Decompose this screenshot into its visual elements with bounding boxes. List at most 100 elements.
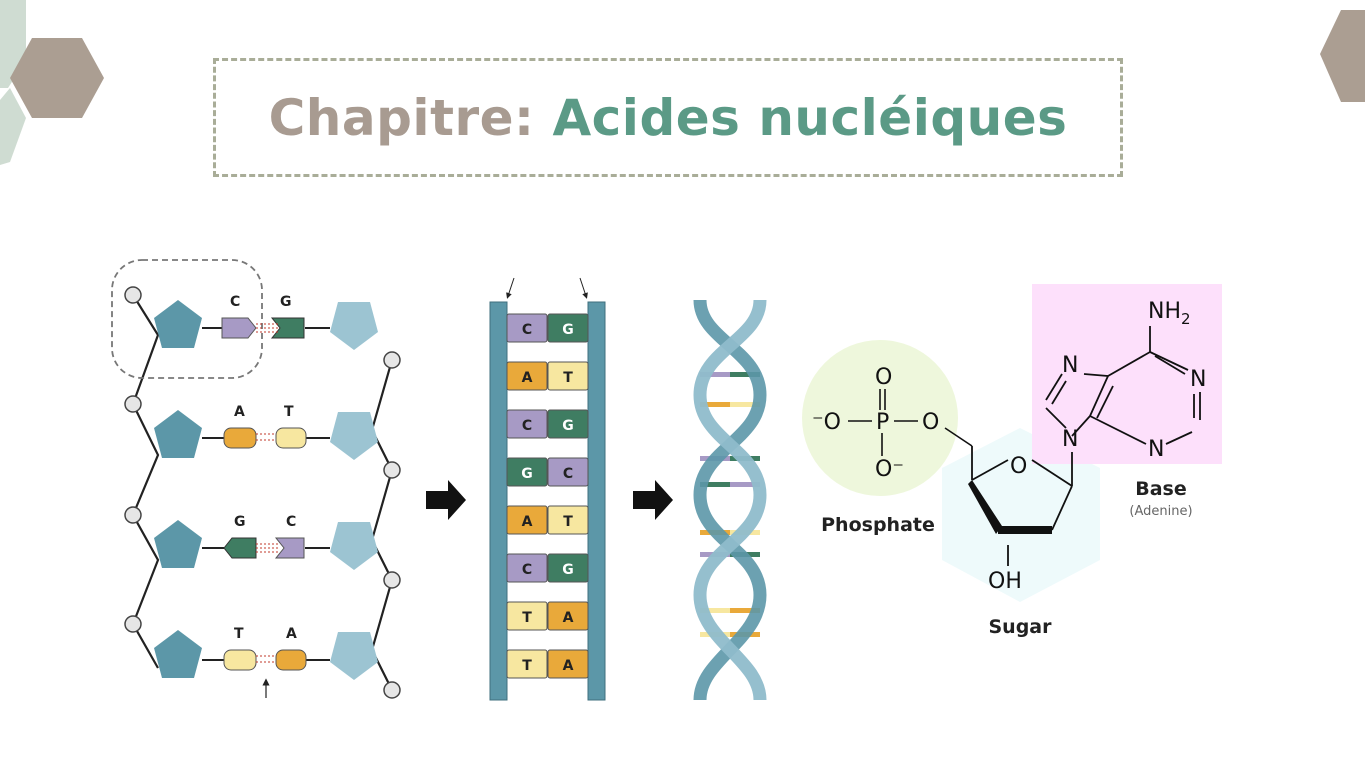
- base-n-right: N: [1190, 367, 1206, 392]
- decorative-hexagons-left: [0, 0, 104, 165]
- sugar-background-hexagon: [942, 428, 1100, 602]
- phosphate-circle: [383, 351, 401, 369]
- phosphate-o-bottom: O⁻: [875, 457, 904, 482]
- phosphate-circle: [383, 571, 401, 589]
- base-n-topleft: N: [1062, 353, 1078, 378]
- transition-arrow-2: [633, 480, 673, 520]
- base-letter: C: [286, 514, 296, 530]
- base-letter: C: [230, 294, 240, 310]
- phosphate-circle: [124, 286, 142, 304]
- nucleotide-chain-panel: C G A T G C T A: [111, 259, 401, 699]
- phosphate-background-circle: [802, 340, 958, 496]
- phosphate-label: Phosphate: [821, 514, 935, 536]
- nucleotide-structure: O ⁻O P O O⁻ O OH: [802, 284, 1222, 638]
- phosphate-o-right: O: [922, 410, 939, 435]
- ladder-rail-left: [489, 301, 508, 701]
- ladder-base-letter: T: [522, 658, 532, 674]
- slide-title: Chapitre: Acides nucléiques: [269, 89, 1068, 147]
- base-a-shape: [547, 649, 589, 679]
- decorative-hexagon-right: [1320, 10, 1365, 102]
- ladder-base-letter: C: [522, 322, 532, 338]
- title-prefix: Chapitre:: [268, 88, 535, 147]
- helix-strand-back: [693, 299, 767, 701]
- helix-rung-t: [730, 402, 760, 407]
- ladder-base-letter: T: [563, 370, 573, 386]
- base-letter: T: [284, 404, 294, 420]
- base-c-shape: [221, 317, 257, 339]
- base-c-shape: [506, 553, 548, 583]
- double-helix: [693, 299, 767, 701]
- ladder-rail-right: [587, 301, 606, 701]
- ladder-base-letter: T: [563, 514, 573, 530]
- base-t-shape: [506, 601, 548, 631]
- sugar-ring-o: O: [1010, 454, 1027, 479]
- sugar-pentagon-light: [330, 522, 378, 570]
- phosphate-circle: [124, 506, 142, 524]
- phosphate-o-left: ⁻O: [812, 410, 841, 435]
- phosphate-circle: [124, 395, 142, 413]
- base-a-shape: [547, 601, 589, 631]
- helix-rung-g: [730, 372, 760, 377]
- base-letter: G: [234, 514, 246, 530]
- ladder-base-letter: A: [522, 370, 533, 386]
- sugar-label: Sugar: [988, 616, 1052, 638]
- helix-rung-c: [700, 372, 730, 377]
- nucleotide-highlight: [111, 259, 263, 379]
- left-backbone: [131, 294, 160, 669]
- phosphate-p: P: [876, 410, 889, 435]
- ladder-base-letter: G: [562, 562, 574, 578]
- base-a-shape: [506, 505, 548, 535]
- helix-rung-a: [700, 402, 730, 407]
- strand-direction-arrow: [579, 277, 588, 299]
- base-t-shape: [547, 505, 589, 535]
- base-n-bottomleft: N: [1062, 427, 1078, 452]
- base-label: Base: [1135, 478, 1187, 500]
- title-box: Chapitre: Acides nucléiques: [213, 58, 1123, 177]
- helix-rung-a: [730, 608, 760, 613]
- base-t-shape: [275, 427, 307, 449]
- sugar-pentagon-dark: [154, 630, 202, 678]
- phosphate-circle: [383, 681, 401, 699]
- base-a-shape: [506, 361, 548, 391]
- phosphate-circle: [383, 461, 401, 479]
- base-sublabel: (Adenine): [1129, 504, 1192, 519]
- base-t-shape: [223, 649, 257, 671]
- ladder-base-letter: G: [521, 466, 533, 482]
- sugar-pentagon-light: [330, 412, 378, 460]
- base-c-shape: [547, 457, 589, 487]
- helix-strand-front: [693, 299, 767, 701]
- right-backbone: [370, 359, 394, 691]
- base-g-shape: [270, 317, 305, 339]
- ladder-base-letter: C: [522, 562, 532, 578]
- base-g-shape: [547, 409, 589, 439]
- phosphate-o-top: O: [875, 365, 892, 390]
- base-a-shape: [275, 649, 307, 671]
- base-g-shape: [223, 537, 257, 559]
- title-main: Acides nucléiques: [552, 88, 1068, 147]
- ladder-base-letter: C: [522, 418, 532, 434]
- base-g-shape: [506, 457, 548, 487]
- ladder-base-letter: A: [563, 658, 574, 674]
- base-a-shape: [223, 427, 257, 449]
- sugar-wedge-bond: [968, 480, 1002, 534]
- ladder-base-letter: A: [563, 610, 574, 626]
- phosphate-circle: [124, 615, 142, 633]
- base-letter: A: [286, 626, 297, 642]
- sugar-pentagon-dark: [154, 300, 202, 348]
- ladder-base-letter: G: [562, 322, 574, 338]
- base-t-shape: [506, 649, 548, 679]
- base-letter: G: [280, 294, 292, 310]
- base-c-shape: [506, 313, 548, 343]
- ladder-base-letter: T: [522, 610, 532, 626]
- base-g-shape: [547, 553, 589, 583]
- base-letter: A: [234, 404, 245, 420]
